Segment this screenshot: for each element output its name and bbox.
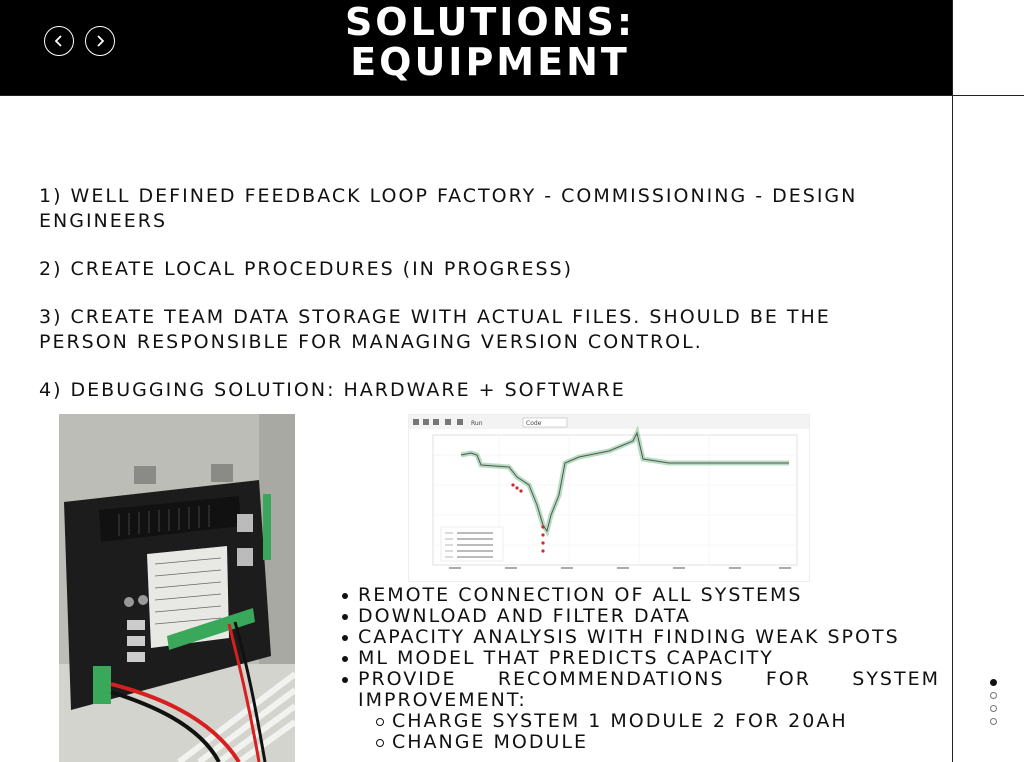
chevron-right-icon [97, 35, 105, 47]
prev-slide-button[interactable] [44, 26, 74, 56]
list-item: 1) WELL DEFINED FEEDBACK LOOP FACTORY - … [39, 185, 858, 232]
bullet-item: REMOTE CONNECTION OF ALL SYSTEMS [340, 585, 940, 606]
next-slide-button[interactable] [85, 26, 115, 56]
bullet-item: ML MODEL THAT PREDICTS CAPACITY [340, 648, 940, 669]
slide-dot-1[interactable] [990, 679, 997, 686]
run-label: Run [471, 420, 483, 427]
sub-bullet-item: CHANGE MODULE [340, 732, 940, 753]
title-line-2: EQUIPMENT [350, 40, 630, 84]
bullet-item: DOWNLOAD AND FILTER DATA [340, 606, 940, 627]
cell-type-select: Code [526, 420, 542, 427]
horizontal-divider [0, 95, 1024, 96]
analysis-chart-screenshot: Run Code [408, 414, 810, 582]
bullet-item: CAPACITY ANALYSIS WITH FINDING WEAK SPOT… [340, 627, 940, 648]
slide-dot-3[interactable] [990, 705, 997, 712]
header-side-panel [953, 0, 1024, 96]
numbered-list: 1) WELL DEFINED FEEDBACK LOOP FACTORY - … [39, 184, 919, 426]
chevron-left-icon [54, 35, 62, 47]
list-item: 2) CREATE LOCAL PROCEDURES (IN PROGRESS) [39, 258, 574, 280]
slide-dot-2[interactable] [990, 692, 997, 699]
title-line-1: SOLUTIONS: [344, 0, 636, 44]
list-item: 4) DEBUGGING SOLUTION: HARDWARE + SOFTWA… [39, 379, 626, 401]
header-bar: SOLUTIONS: EQUIPMENT [0, 0, 952, 95]
slide-pagination [990, 679, 1002, 731]
page-title: SOLUTIONS: EQUIPMENT [300, 2, 680, 82]
bullet-item: PROVIDE RECOMMENDATIONS FOR SYSTEM IMPRO… [340, 669, 940, 711]
list-item: 3) CREATE TEAM DATA STORAGE WITH ACTUAL … [39, 306, 831, 353]
slide-dot-4[interactable] [990, 718, 997, 725]
sub-bullet-item: CHARGE SYSTEM 1 MODULE 2 FOR 20AH [340, 711, 940, 732]
solution-bullets: REMOTE CONNECTION OF ALL SYSTEMS DOWNLOA… [340, 585, 940, 753]
hardware-photo [59, 414, 295, 762]
vertical-divider [952, 0, 953, 762]
